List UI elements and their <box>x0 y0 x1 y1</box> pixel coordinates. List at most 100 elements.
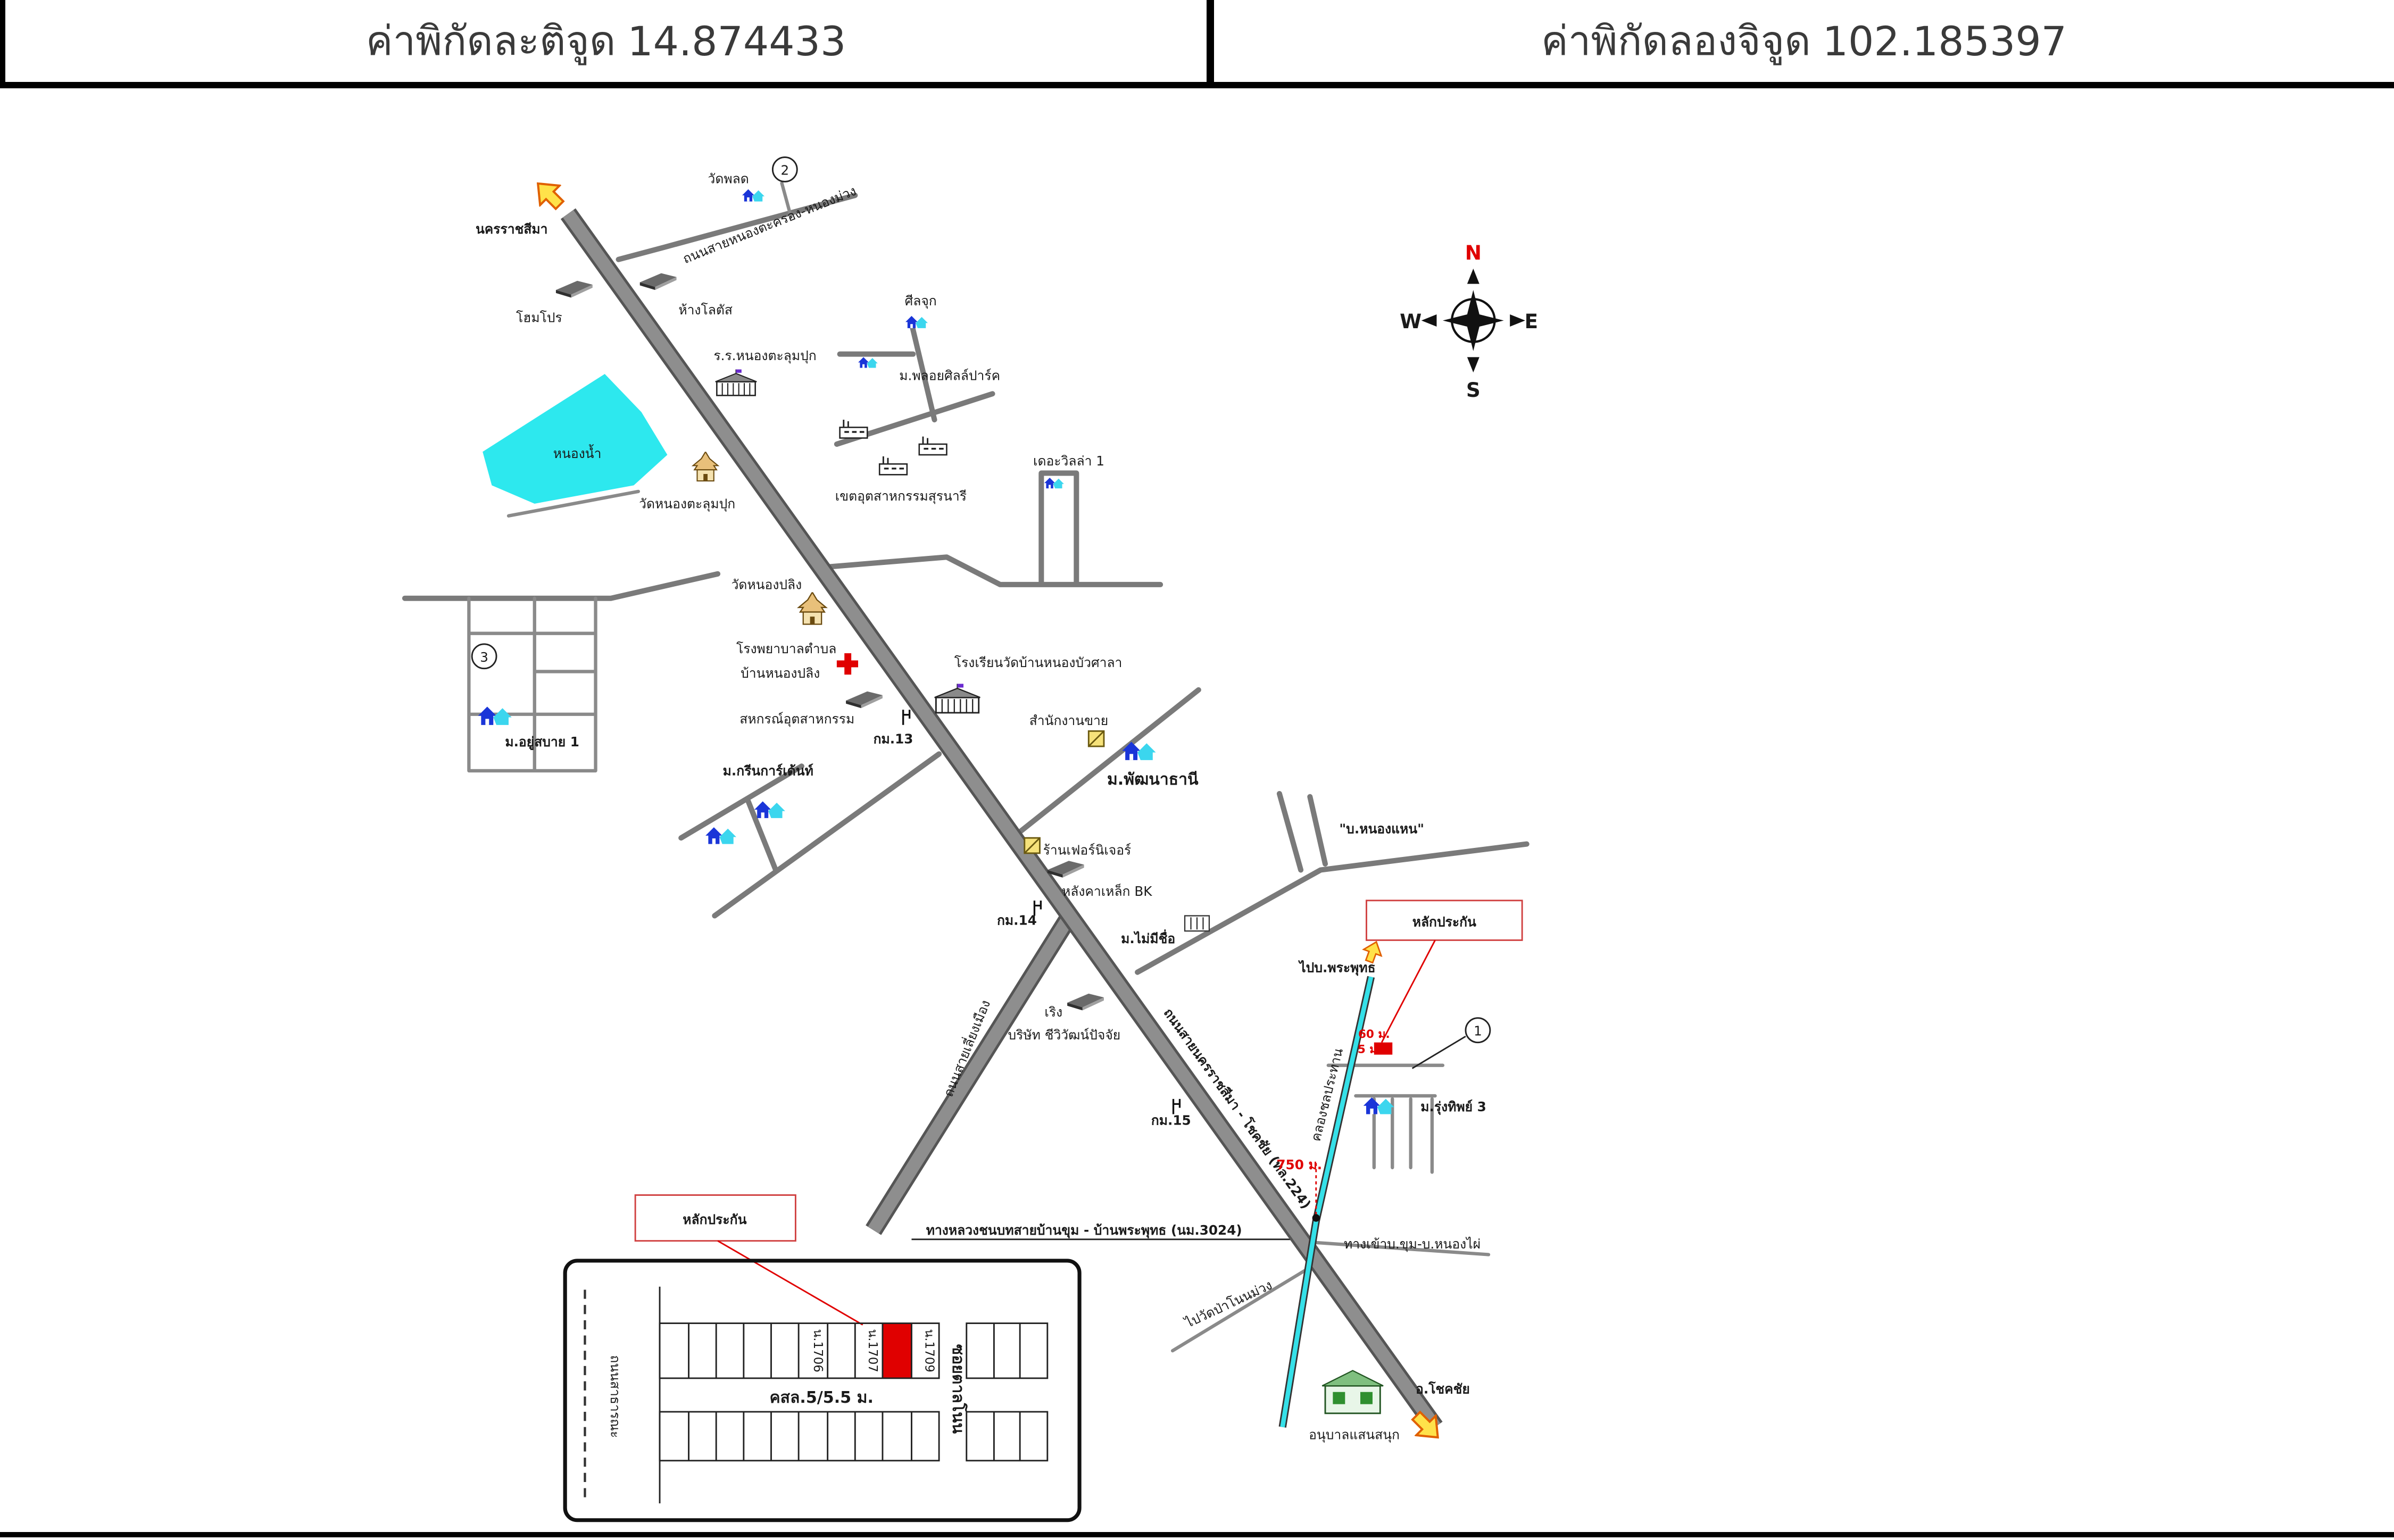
km-post-icon-13 <box>903 710 910 725</box>
label-phatthana-thani: ม.พัฒนาธานี <box>1107 770 1199 789</box>
factory-icon-1 <box>838 419 868 439</box>
bypass-road <box>868 909 1078 1234</box>
label-green-garden: ม.กรีนการ์เด้นท์ <box>723 763 813 779</box>
warehouse-icon-homepro <box>555 280 593 298</box>
warehouse-icon-lotus <box>639 273 677 290</box>
label-hospital-line2: บ้านหนองปลิง <box>741 665 820 681</box>
inset-lot-label-1707: น.1707 <box>866 1329 879 1372</box>
warehouse-icon-bk <box>1047 861 1084 878</box>
road-green-garden-b <box>678 763 804 873</box>
compass-south-label: S <box>1466 378 1481 402</box>
label-unnamed-village: ม.ไม่มีชื่อ <box>1121 929 1175 946</box>
road-the-villa <box>1038 470 1079 586</box>
junction-dot <box>1312 1214 1320 1222</box>
temple-icon-nong-pling <box>797 592 827 625</box>
label-sales-office: สำนักงานขาย <box>1029 713 1109 728</box>
compass-east-label: E <box>1525 310 1538 333</box>
shop-icon-furniture <box>1024 837 1041 854</box>
collateral-lot <box>882 1323 912 1378</box>
longitude-cell: ค่าพิกัดลองจิจูด 102.185397 <box>1214 0 2394 88</box>
label-km13: กม.13 <box>874 731 913 746</box>
inset-leader-line <box>717 1240 863 1326</box>
road-ploysin-b <box>909 321 937 423</box>
label-wat-nong-taklum: วัดหนองตะลุมปุก <box>639 496 735 512</box>
label-chok-chai: อ.โชคชัย <box>1416 1381 1470 1397</box>
road-phatthana <box>1017 687 1201 835</box>
road-nong-haen <box>1135 841 1530 975</box>
latitude-cell: ค่าพิกัดละติจูด 14.874433 <box>0 0 1207 88</box>
header-divider <box>1207 0 1214 88</box>
collateral-marker <box>1374 1042 1393 1055</box>
village-unnamed-icon <box>1184 915 1210 932</box>
marker-3: 3 <box>471 643 497 670</box>
house-icon-the-villa <box>1044 478 1064 489</box>
latitude-value: 14.874433 <box>627 17 846 65</box>
label-village-sila: ศีลจุก <box>905 293 937 309</box>
inset-callout-label: หลักประกัน <box>683 1212 746 1227</box>
shop-icon-sales-office <box>1087 730 1105 747</box>
inset-road-spec: คสล.5/5.5 ม. <box>769 1388 873 1407</box>
km-post-icon-15 <box>1174 1099 1180 1114</box>
rungthip-grid <box>1326 1063 1445 1174</box>
label-city-north: นครราชสีมา <box>476 221 548 237</box>
latitude-label: ค่าพิกัดละติจูด <box>365 17 616 64</box>
label-school-nong-taklum: ร.ร.หนองตะลุมปุก <box>713 348 816 364</box>
label-lotus: ห้างโลตัส <box>678 302 733 318</box>
inset-lot-label-1706: น.1706 <box>811 1329 825 1372</box>
label-furniture: ร้านเฟอร์นิเจอร์ <box>1043 843 1132 858</box>
label-km15: กม.15 <box>1151 1113 1191 1128</box>
road-west-1 <box>402 571 721 601</box>
road-green-garden <box>712 751 942 919</box>
compass-north-label: N <box>1465 241 1482 264</box>
label-km14: กม.14 <box>997 913 1037 928</box>
label-yusabai: ม.อยู่สบาย 1 <box>505 734 579 751</box>
main-road <box>562 210 1441 1431</box>
label-company-line2: บริษัท ชีวิวัฒน์ปัจจัย <box>1008 1027 1120 1043</box>
house-icon-sila <box>905 315 928 328</box>
school-icon-nong-bua <box>934 684 980 714</box>
inset-soi-label: ซอยตาลโนน <box>949 1344 968 1434</box>
yusabai-grid <box>467 596 597 773</box>
bottom-rule <box>0 1532 2394 1537</box>
marker-3-label: 3 <box>480 650 488 665</box>
kindergarten-icon <box>1321 1370 1384 1414</box>
label-distance-750: 750 ม. <box>1276 1157 1322 1172</box>
label-to-wat-pa: ไปวัดป่าโนนม่วง <box>1182 1277 1275 1331</box>
label-temple-north: วัดพลด <box>708 171 749 186</box>
marker-1: 1 <box>1465 1017 1491 1044</box>
label-road-north-branch: ถนนสายหนองตะครอง-หนองม่วง <box>680 183 858 267</box>
collateral-leader-line <box>1381 939 1436 1043</box>
label-industrial-estate: เขตอุตสาหกรรมสุรนารี <box>835 488 967 504</box>
label-the-villa: เดอะวิลล่า 1 <box>1033 453 1104 469</box>
minor-roads <box>402 181 1530 1353</box>
compass-west-label: W <box>1400 310 1422 333</box>
label-kindergarten: อนุบาลแสนสนุก <box>1309 1427 1400 1443</box>
hospital-cross-icon <box>836 653 859 675</box>
house-icon-temple-north <box>742 189 765 202</box>
marker-1-leader <box>1411 1035 1466 1069</box>
temple-icon-nong-taklum <box>692 452 719 482</box>
house-icon-yusabai <box>478 706 512 725</box>
label-to-phra-phut: ไปบ.พระพุทธ <box>1298 960 1375 977</box>
factory-icon-3 <box>878 455 908 476</box>
inset-plot-detail: หลักประกัน ถนนสาธารณะ น.1706 น.1707 น.17… <box>563 1194 1082 1522</box>
road-entrance-khum <box>1311 1241 1491 1256</box>
pond <box>483 373 668 504</box>
inset-lots-top-row <box>659 1322 1049 1379</box>
road-east-1 <box>814 554 1163 587</box>
label-company-line1: เริง <box>1044 1004 1062 1020</box>
inset-frame <box>563 1259 1082 1522</box>
collateral-callout-box <box>1366 900 1523 941</box>
label-coop: สหกรณ์อุตสาหกรรม <box>739 711 854 727</box>
marker-2-label: 2 <box>780 163 789 178</box>
compass-rose: N W E S <box>1400 241 1538 402</box>
label-bk-roof: หลังคาเหล็ก BK <box>1062 883 1152 899</box>
inset-lots-bottom-row <box>659 1411 1049 1462</box>
label-main-road: ถนนสายนครราชสีมา - โชคชัย (ทล.224) <box>1161 1005 1314 1212</box>
road-nong-haen-stubs <box>1276 790 1328 873</box>
warehouse-icon-company <box>1067 993 1104 1011</box>
factory-icon-2 <box>918 435 948 456</box>
label-pond: หนองน้ำ <box>553 444 602 461</box>
label-ploysin-park: ม.พลอยศิลล์ปาร์ค <box>899 368 1000 383</box>
